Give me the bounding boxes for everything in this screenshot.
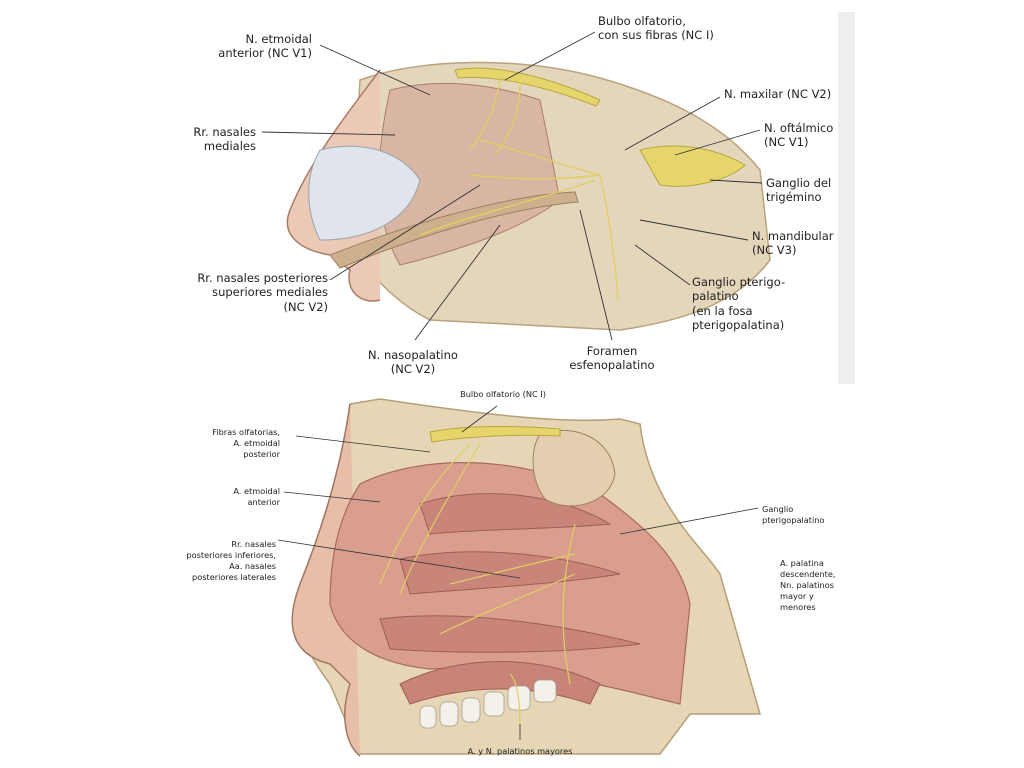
label-n-oftalmico: N. oftálmico (NC V1) (764, 121, 834, 150)
label-fibras-olfatorias: Fibras olfatorias, A. etmoidal posterior (212, 427, 280, 460)
label-bulbo-olfatorio: Bulbo olfatorio, con sus fibras (NC I) (598, 14, 714, 43)
label-a-palatina-descendente: A. palatina descendente, Nn. palatinos m… (780, 558, 836, 613)
label-n-etmoidal-anterior: N. etmoidal anterior (NC V1) (218, 32, 312, 61)
label-foramen-esfenopalatino: Foramen esfenopalatino (569, 344, 655, 373)
label-ganglio-pterigopalatino: Ganglio pterigo- palatino (en la fosa pt… (692, 275, 786, 333)
label-n-maxilar: N. maxilar (NC V2) (724, 87, 832, 101)
label-a-etmoidal-anterior: A. etmoidal anterior (233, 486, 280, 508)
bottom-figure-panel: Bulbo olfatorio (NC I) Fibras olfatorias… (0, 384, 1024, 768)
label-palatinos-mayores: A. y N. palatinos mayores (467, 746, 573, 756)
top-figure-panel: N. etmoidal anterior (NC V1) Bulbo olfat… (193, 12, 855, 384)
label-bulbo-olfatorio-bottom: Bulbo olfatorio (NC I) (460, 389, 546, 399)
top-anatomy-illustration (261, 12, 855, 384)
label-rr-nasales-posteriores: Rr. nasales posteriores superiores media… (197, 271, 328, 314)
label-n-nasopalatino: N. nasopalatino (NC V2) (368, 348, 458, 377)
label-rr-nasales-mediales: Rr. nasales mediales (193, 125, 256, 154)
label-ganglio-trigemino: Ganglio del trigémino (766, 176, 832, 205)
label-rr-nasales-posteriores-inferiores: Rr. nasales posteriores inferiores, Aa. … (186, 539, 276, 583)
bottom-anatomy-illustration (175, 384, 840, 768)
label-n-mandibular: N. mandibular (NC V3) (752, 229, 834, 258)
label-ganglio-pterigopalatino-bottom: Ganglio pterigopalatino (762, 504, 825, 526)
